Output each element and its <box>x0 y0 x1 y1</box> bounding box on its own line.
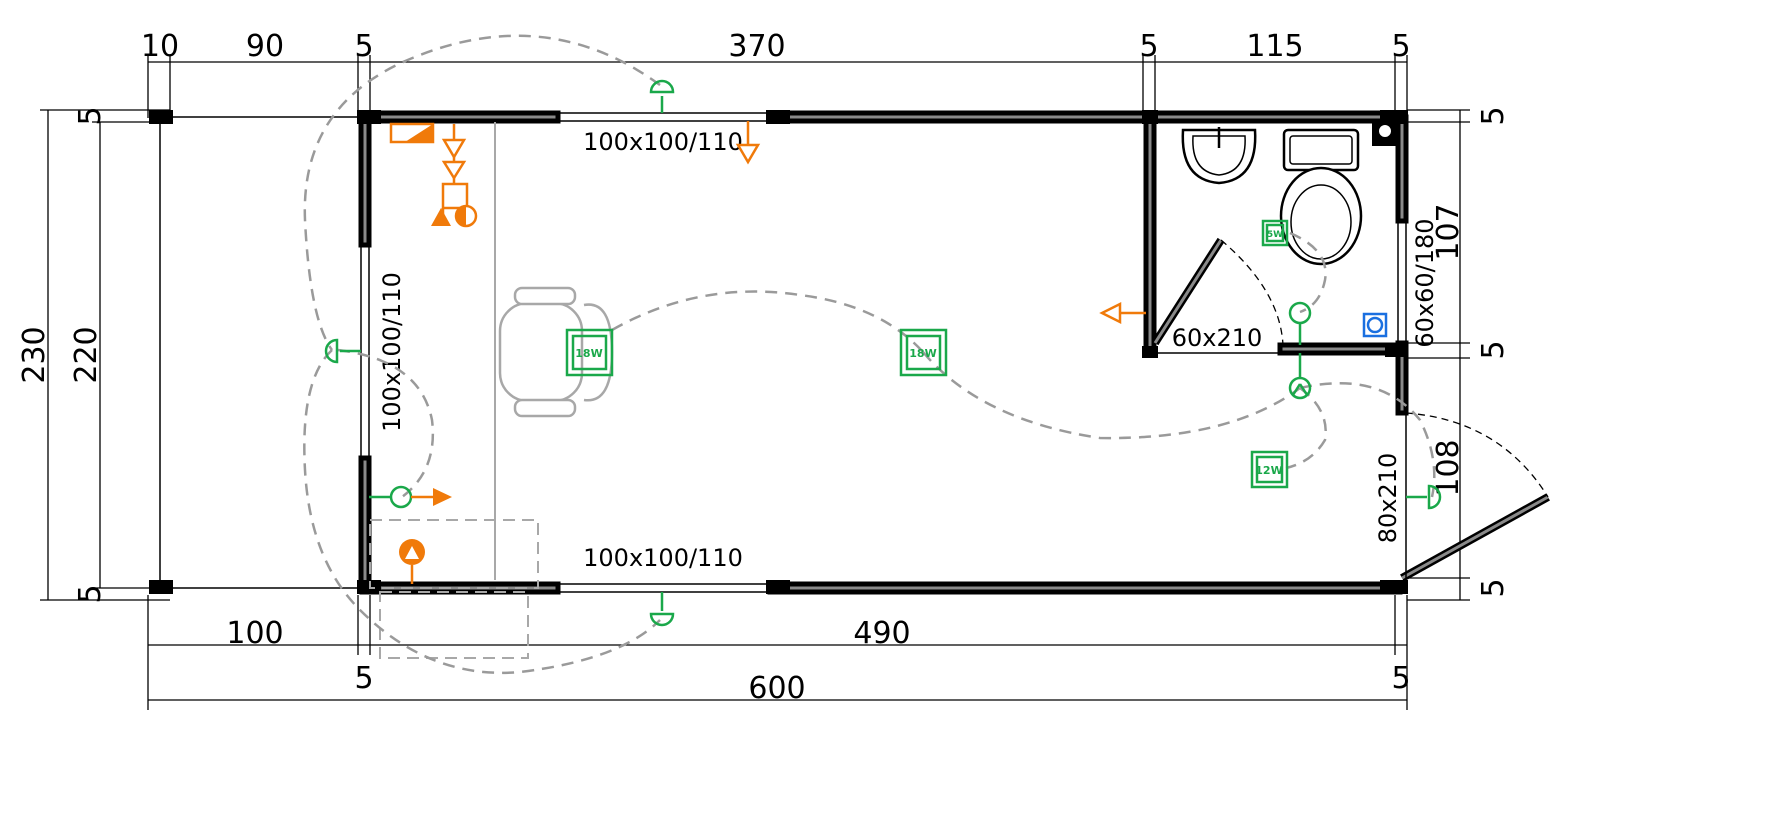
window-bottom-label: 100x100/110 <box>583 544 743 572</box>
wall-light-top-icon <box>649 79 675 113</box>
dim-bottom-5a: 5 <box>354 661 373 696</box>
dim-top-5a: 5 <box>354 29 373 64</box>
switch-left-icon <box>369 485 413 509</box>
dim-top-5c: 5 <box>1391 29 1410 64</box>
dim-bottom-100: 100 <box>226 616 283 651</box>
sink-icon <box>1181 127 1257 185</box>
doors <box>1151 237 1550 582</box>
door-entry-label: 80x210 <box>1374 453 1402 544</box>
wall-light-entry-icon <box>1406 484 1442 510</box>
water-heater-icon <box>1362 312 1388 338</box>
dim-right-107: 107 <box>1431 203 1466 260</box>
dim-bottom-5b: 5 <box>1391 661 1410 696</box>
ceiling-lamp-1-icon: 18W <box>565 328 614 377</box>
heater-icon <box>399 539 425 584</box>
electrical: 18W 18W 12W 5W <box>324 79 1442 627</box>
dim-left-220: 220 <box>69 326 104 383</box>
outlet-top-icon <box>735 121 761 165</box>
outlet-left-icon <box>411 488 452 506</box>
toilet-icon <box>1279 128 1363 266</box>
distribution-board-icon <box>389 122 435 144</box>
wall-light-left-icon <box>324 338 361 364</box>
office-chair-icon <box>498 286 614 418</box>
dim-top-115: 115 <box>1246 29 1303 64</box>
ceiling-lamp-3-icon: 12W <box>1250 450 1289 489</box>
wiring <box>303 34 1436 674</box>
dim-top-5b: 5 <box>1139 29 1158 64</box>
opening-labels: 100x100/110 100x100/110 100x100/110 60x6… <box>378 128 1439 572</box>
dim-bottom-490: 490 <box>853 616 910 651</box>
wall-light-bottom-icon <box>649 592 675 627</box>
dimension-labels: 10 90 5 370 5 115 5 100 490 5 600 5 5 23… <box>17 29 1511 706</box>
dim-left-5b: 5 <box>73 584 108 603</box>
dim-top-370: 370 <box>728 29 785 64</box>
lamp-2-label: 18W <box>909 347 936 360</box>
lamp-4-label: 5W <box>1267 230 1283 240</box>
drain-icon <box>1372 122 1396 146</box>
ceiling-lamp-2-icon: 18W <box>899 328 948 377</box>
dim-left-230: 230 <box>17 326 52 383</box>
lamp-1-label: 18W <box>575 347 602 360</box>
dim-bottom-600: 600 <box>748 671 805 706</box>
dim-top-10: 10 <box>141 29 179 64</box>
door-bath-label: 60x210 <box>1172 324 1263 352</box>
furniture <box>369 122 1396 659</box>
dim-right-5a: 5 <box>1476 106 1511 125</box>
dim-right-5c: 5 <box>1476 578 1511 597</box>
dimension-lines <box>40 55 1470 710</box>
outlet-bath-icon <box>1099 301 1146 325</box>
window-top-label: 100x100/110 <box>583 128 743 156</box>
walls <box>149 110 1409 595</box>
ceiling-lamp-4-icon: 5W <box>1261 219 1289 247</box>
supply-line-icon <box>431 124 478 228</box>
switch-bath-icon <box>1288 301 1312 345</box>
dim-right-108: 108 <box>1431 439 1466 496</box>
window-bath-label: 60x60/180 <box>1411 218 1439 347</box>
window-left-label: 100x100/110 <box>378 272 406 432</box>
plumbing <box>389 121 1146 584</box>
switch-main-icon <box>1288 353 1312 400</box>
dim-top-90: 90 <box>246 29 284 64</box>
dim-right-5b: 5 <box>1476 340 1511 359</box>
dim-left-5a: 5 <box>73 106 108 125</box>
lamp-3-label: 12W <box>1255 464 1282 477</box>
